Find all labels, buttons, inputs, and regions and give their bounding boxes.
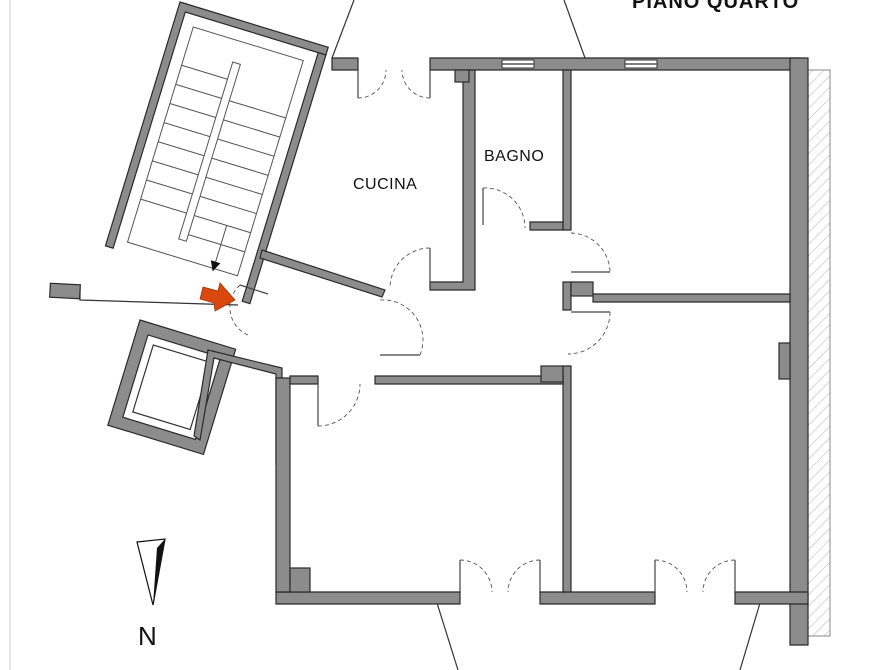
- room-label-bagno: BAGNO: [484, 148, 544, 165]
- door-corridor-left: [379, 299, 424, 356]
- elevator-shaft: [107, 319, 237, 456]
- spine-wall: [562, 281, 572, 311]
- balcony-top-right: [563, 0, 586, 59]
- north-arrow-icon: [136, 538, 166, 606]
- corner-pillar: [289, 567, 311, 593]
- balcony-bottom-left: [436, 602, 459, 670]
- room-label-cucina: CUCINA: [353, 176, 417, 193]
- door-entrance: [229, 284, 269, 336]
- corridor-wall-left: [289, 375, 319, 385]
- bathroom-right-wall: [562, 69, 572, 231]
- top-wall-main: [429, 57, 801, 71]
- wall-stub-top: [454, 69, 470, 83]
- left-wall: [275, 377, 291, 593]
- stair-treads: [140, 64, 286, 253]
- balcony-top-left: [331, 0, 355, 59]
- terrace-hatch: [807, 69, 831, 637]
- north-label: N: [138, 621, 157, 651]
- bottom-wall: [275, 591, 461, 605]
- room-partition-right: [592, 293, 791, 303]
- bottom-wall-mid: [539, 591, 656, 605]
- bathroom-bottom-wall: [529, 221, 564, 231]
- kitchen-bath-wall: [429, 69, 476, 291]
- landing-post-left: [49, 282, 81, 300]
- windows: [501, 59, 658, 69]
- door-room-right: [567, 311, 611, 355]
- floor-title: PIANO QUARTO: [632, 0, 799, 13]
- door-bedroom-balcony: [654, 559, 736, 593]
- right-wall: [789, 57, 809, 646]
- door-kitchen-balcony: [357, 69, 431, 99]
- corridor-partition: [374, 375, 564, 385]
- door-kitchen: [389, 247, 431, 290]
- top-wall-left: [331, 57, 359, 71]
- balcony-bottom-right: [739, 602, 761, 670]
- stair-down-arrow: [210, 260, 221, 272]
- bottom-wall-right: [734, 591, 809, 605]
- pillar-right: [778, 342, 791, 380]
- door-bathroom: [482, 187, 526, 229]
- diagonal-wall: [259, 249, 386, 298]
- door-room-left: [317, 383, 361, 427]
- door-room-topright: [570, 232, 611, 273]
- bottom-room-divider: [562, 365, 572, 593]
- door-living-balcony: [459, 559, 541, 593]
- corridor-block: [540, 365, 564, 383]
- entry-arrow-icon: [199, 282, 236, 312]
- staircase: [104, 1, 329, 305]
- spine-block: [570, 281, 594, 297]
